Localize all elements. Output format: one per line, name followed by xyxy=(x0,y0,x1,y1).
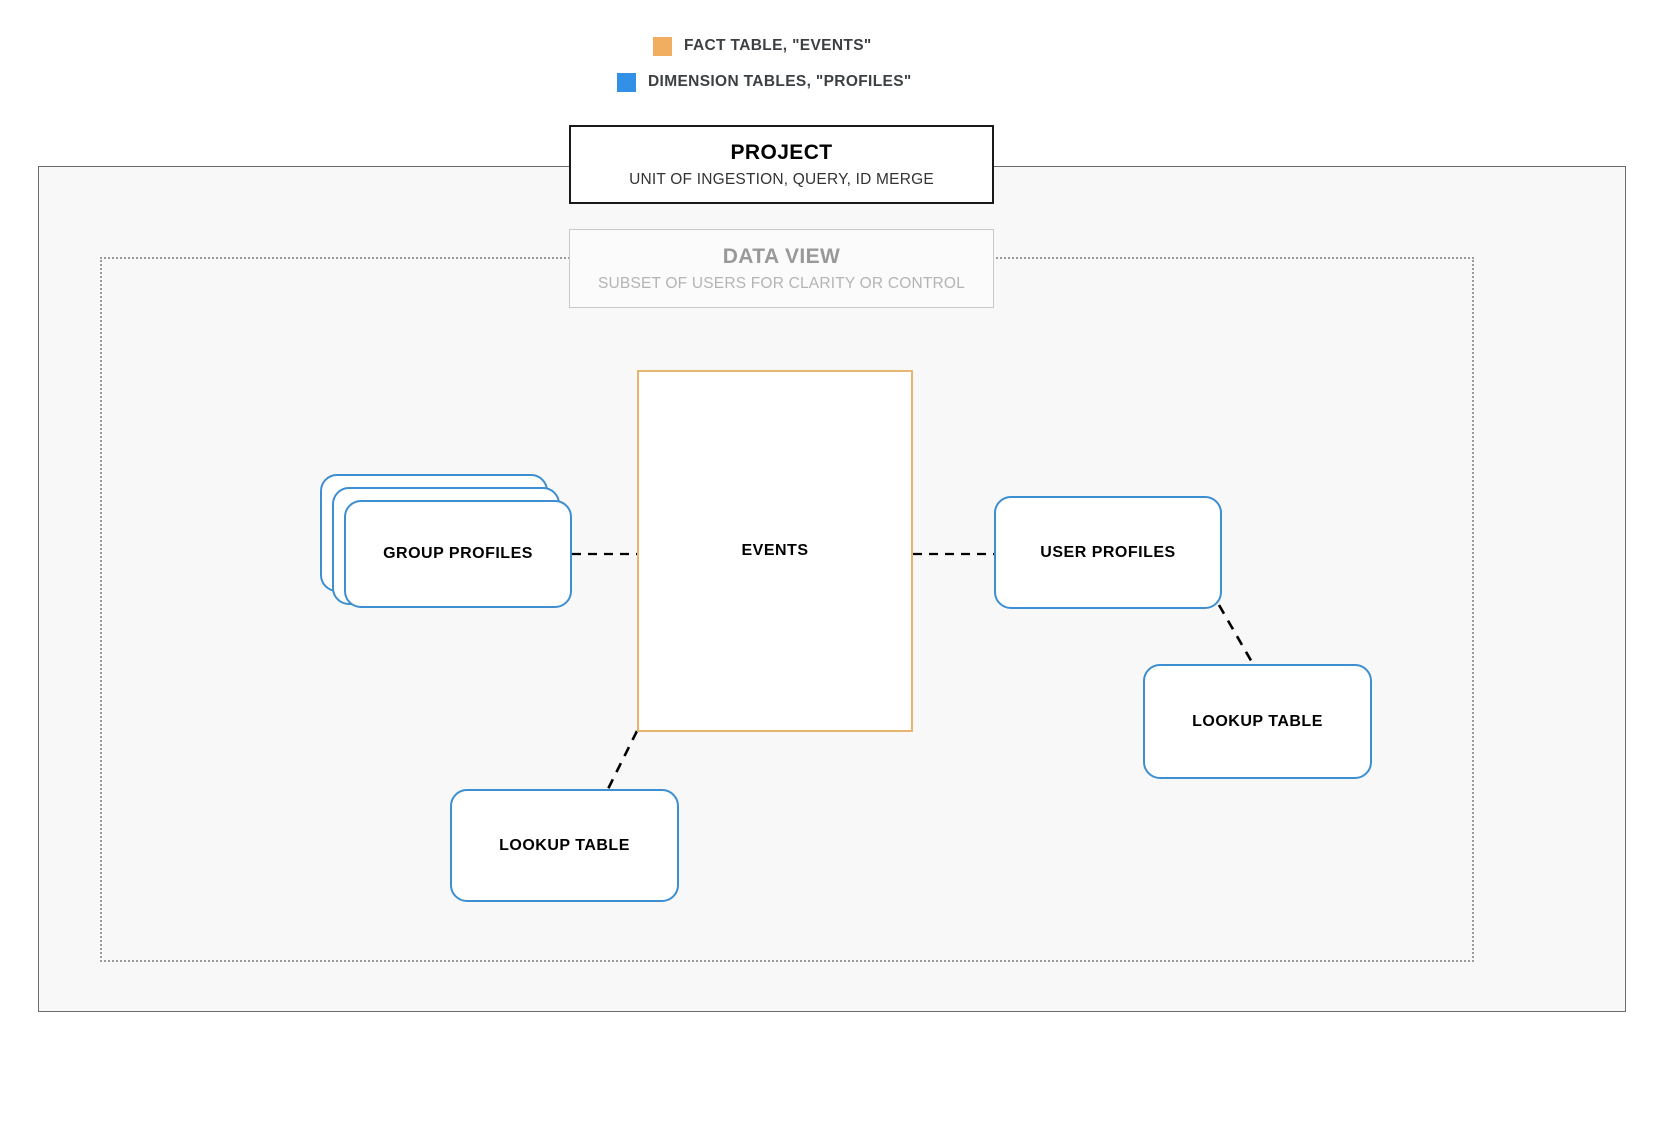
project-label-box: PROJECT UNIT OF INGESTION, QUERY, ID MER… xyxy=(569,125,994,204)
node-group-profiles[interactable]: GROUP PROFILES xyxy=(344,500,572,608)
node-label: USER PROFILES xyxy=(1040,543,1176,561)
node-lookup-table-left[interactable]: LOOKUP TABLE xyxy=(450,789,679,902)
legend-item-label: FACT TABLE, "EVENTS" xyxy=(684,37,872,54)
legend-item-dimension-tables: DIMENSION TABLES, "PROFILES" xyxy=(0,64,1664,100)
node-events[interactable]: EVENTS xyxy=(637,370,913,732)
node-label: GROUP PROFILES xyxy=(383,545,533,562)
node-lookup-table-right[interactable]: LOOKUP TABLE xyxy=(1143,664,1372,779)
data-view-subtitle: SUBSET OF USERS FOR CLARITY OR CONTROL xyxy=(597,274,966,292)
data-view-label-box: DATA VIEW SUBSET OF USERS FOR CLARITY OR… xyxy=(569,229,994,308)
node-user-profiles[interactable]: USER PROFILES xyxy=(994,496,1222,609)
project-title: PROJECT xyxy=(730,140,833,164)
node-label: LOOKUP TABLE xyxy=(499,836,630,854)
square-swatch-icon xyxy=(617,72,636,92)
square-swatch-icon xyxy=(653,36,672,56)
node-label: LOOKUP TABLE xyxy=(1192,712,1323,730)
project-subtitle: UNIT OF INGESTION, QUERY, ID MERGE xyxy=(629,170,934,188)
legend-item-fact-table: FACT TABLE, "EVENTS" xyxy=(0,28,1664,64)
node-label: EVENTS xyxy=(741,542,809,559)
legend-item-label: DIMENSION TABLES, "PROFILES" xyxy=(648,73,912,90)
legend: FACT TABLE, "EVENTS" DIMENSION TABLES, "… xyxy=(0,28,1664,100)
data-view-title: DATA VIEW xyxy=(722,244,841,268)
